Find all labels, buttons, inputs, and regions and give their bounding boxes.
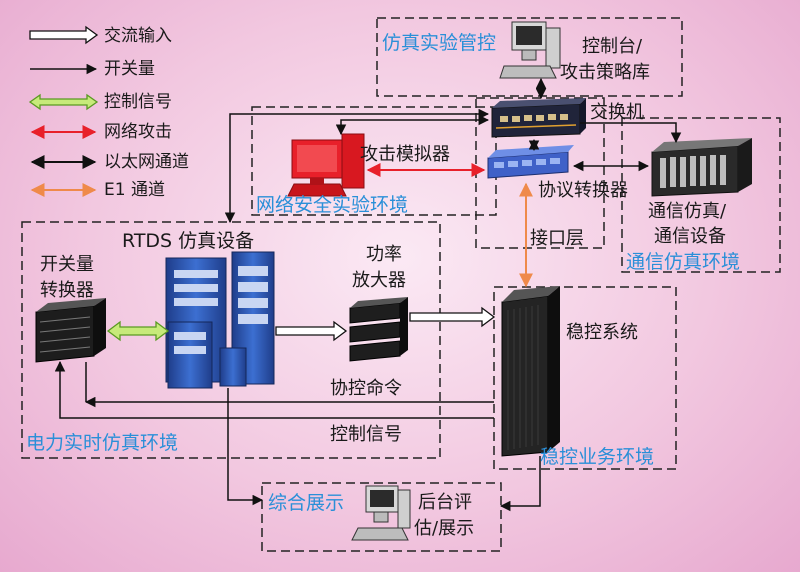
- sim-management-label: 仿真实验管控: [382, 32, 497, 54]
- legend-attack-label: 网络攻击: [104, 122, 172, 142]
- power-amp-label-line1: 功率: [366, 244, 402, 265]
- comm-sim-box: [621, 117, 781, 273]
- sim-management-box: [376, 17, 683, 97]
- console-label-line2: 攻击策略库: [560, 62, 650, 83]
- backend-computer-icon: [351, 485, 411, 541]
- interface-layer-label: 接口层: [530, 228, 584, 249]
- rtds-label: RTDS 仿真设备: [122, 230, 255, 252]
- switch-comm-link: [580, 122, 682, 144]
- ac-input-arrow-amp: [409, 306, 496, 328]
- switch-device-icon: [491, 98, 586, 138]
- switch-rtds-link: [224, 108, 490, 224]
- control-signal-link: [54, 360, 494, 419]
- power-amp-label-line2: 放大器: [352, 270, 406, 291]
- network-security-label: 网络安全实验环境: [256, 194, 409, 216]
- legend-switch-label: 开关量: [104, 59, 155, 79]
- console-computer-icon: [499, 21, 561, 79]
- switch-attack-link: [335, 114, 490, 136]
- stability-system-label: 稳控系统: [566, 322, 638, 343]
- connections: [54, 77, 682, 512]
- control-signal-label: 控制信号: [330, 424, 402, 445]
- rtds-display-link: [227, 388, 264, 506]
- backend-label-line1: 后台评: [418, 492, 472, 513]
- integrated-display-label: 综合展示: [268, 492, 345, 514]
- comm-simulation-device-icon: [651, 138, 752, 197]
- protocol-converter-label: 协议转换器: [538, 180, 628, 201]
- attack-simulator-label: 攻击模拟器: [360, 144, 450, 165]
- stability-cabinet-icon: [501, 286, 560, 457]
- legend-ac-arrow: [29, 25, 99, 45]
- power-realtime-box: [21, 221, 441, 459]
- rtds-cabinets-icon: [165, 251, 275, 389]
- ac-input-arrow-rtds: [275, 320, 348, 342]
- comm-simulation-label: 通信仿真环境: [626, 251, 741, 273]
- legend-ac-label: 交流输入: [104, 26, 172, 46]
- power-amplifier-icon: [349, 297, 408, 362]
- switch-quantity-converter-icon: [35, 298, 106, 363]
- console-label-line1: 控制台/: [582, 36, 643, 57]
- legend-control-arrow: [28, 93, 99, 111]
- control-signal-double-arrow: [106, 320, 170, 342]
- comm-sim-label-line2: 通信设备: [654, 226, 726, 247]
- display-box: [261, 482, 502, 552]
- legend-ethernet-label: 以太网通道: [104, 152, 189, 172]
- coordination-command-label: 协控命令: [330, 378, 402, 399]
- comm-sim-label-line1: 通信仿真/: [648, 201, 727, 222]
- attack-simulator-computer-icon: [287, 133, 365, 197]
- stability-business-label: 稳控业务环境: [540, 446, 655, 468]
- switch-converter-label-line1: 开关量: [40, 254, 94, 275]
- switch-label: 交换机: [590, 102, 644, 123]
- stability-box: [493, 286, 677, 470]
- switch-converter-label-line2: 转换器: [40, 280, 94, 301]
- legend-control-label: 控制信号: [104, 92, 172, 112]
- power-realtime-label: 电力实时仿真环境: [26, 432, 179, 454]
- stability-display-link: [499, 456, 541, 512]
- backend-label-line2: 估/展示: [414, 518, 475, 539]
- protocol-converter-icon: [487, 145, 574, 179]
- legend-e1-label: E1 通道: [104, 180, 165, 200]
- legend-arrows: [28, 25, 99, 197]
